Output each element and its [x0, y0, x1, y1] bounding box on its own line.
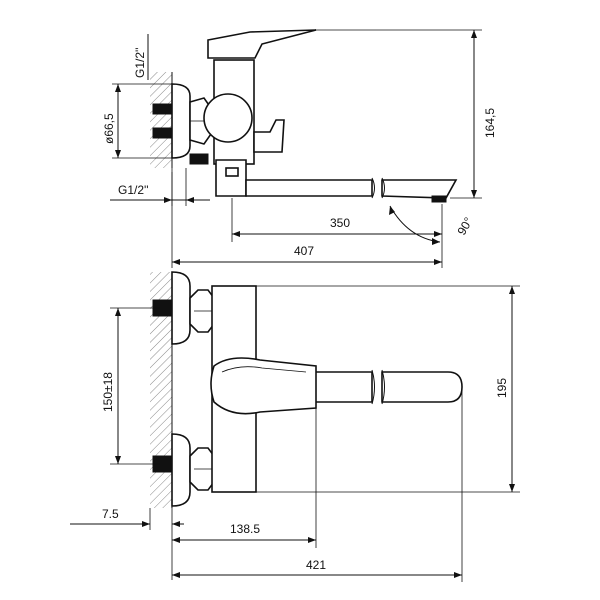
diverter-knob [203, 93, 253, 143]
label-spout-length: 350 [330, 216, 350, 230]
label-handle-depth: 138.5 [230, 522, 260, 536]
rosette-upper [171, 271, 191, 345]
label-centers: 150±18 [101, 372, 115, 412]
spout-root [215, 159, 247, 197]
label-width: 195 [495, 378, 509, 398]
label-diameter: ø66,5 [102, 113, 116, 144]
wall-hatch-top [150, 72, 172, 168]
label-thread-top: G1/2'' [133, 47, 147, 78]
rosette-lower [171, 433, 191, 507]
spout-pipe-tip [381, 179, 458, 199]
pipe-fitting-bottom [152, 127, 173, 139]
spout-pipe-top-tip [381, 371, 463, 403]
rotation-arc [389, 205, 441, 243]
side-view: G1/2'' ø66,5 G1/2'' 164,5 350 [102, 29, 497, 268]
label-height: 164,5 [483, 108, 497, 138]
rosette [171, 83, 191, 159]
label-wall-offset: 7.5 [102, 507, 119, 521]
top-view: 150±18 195 7.5 138.5 421 [70, 271, 520, 582]
label-total-length: 421 [306, 558, 326, 572]
label-thread-bottom: G1/2'' [118, 183, 149, 197]
spout-pipe [245, 179, 373, 197]
pipe-fitting-top [152, 103, 173, 115]
label-angle: 90° [454, 215, 475, 238]
connector-block [189, 153, 209, 165]
diverter-button [253, 119, 285, 153]
lever-handle-top [210, 357, 317, 415]
aerator [431, 195, 447, 203]
wall-hatch-bottom [150, 272, 172, 508]
lever-handle [207, 29, 317, 59]
label-total-depth: 407 [294, 244, 314, 258]
